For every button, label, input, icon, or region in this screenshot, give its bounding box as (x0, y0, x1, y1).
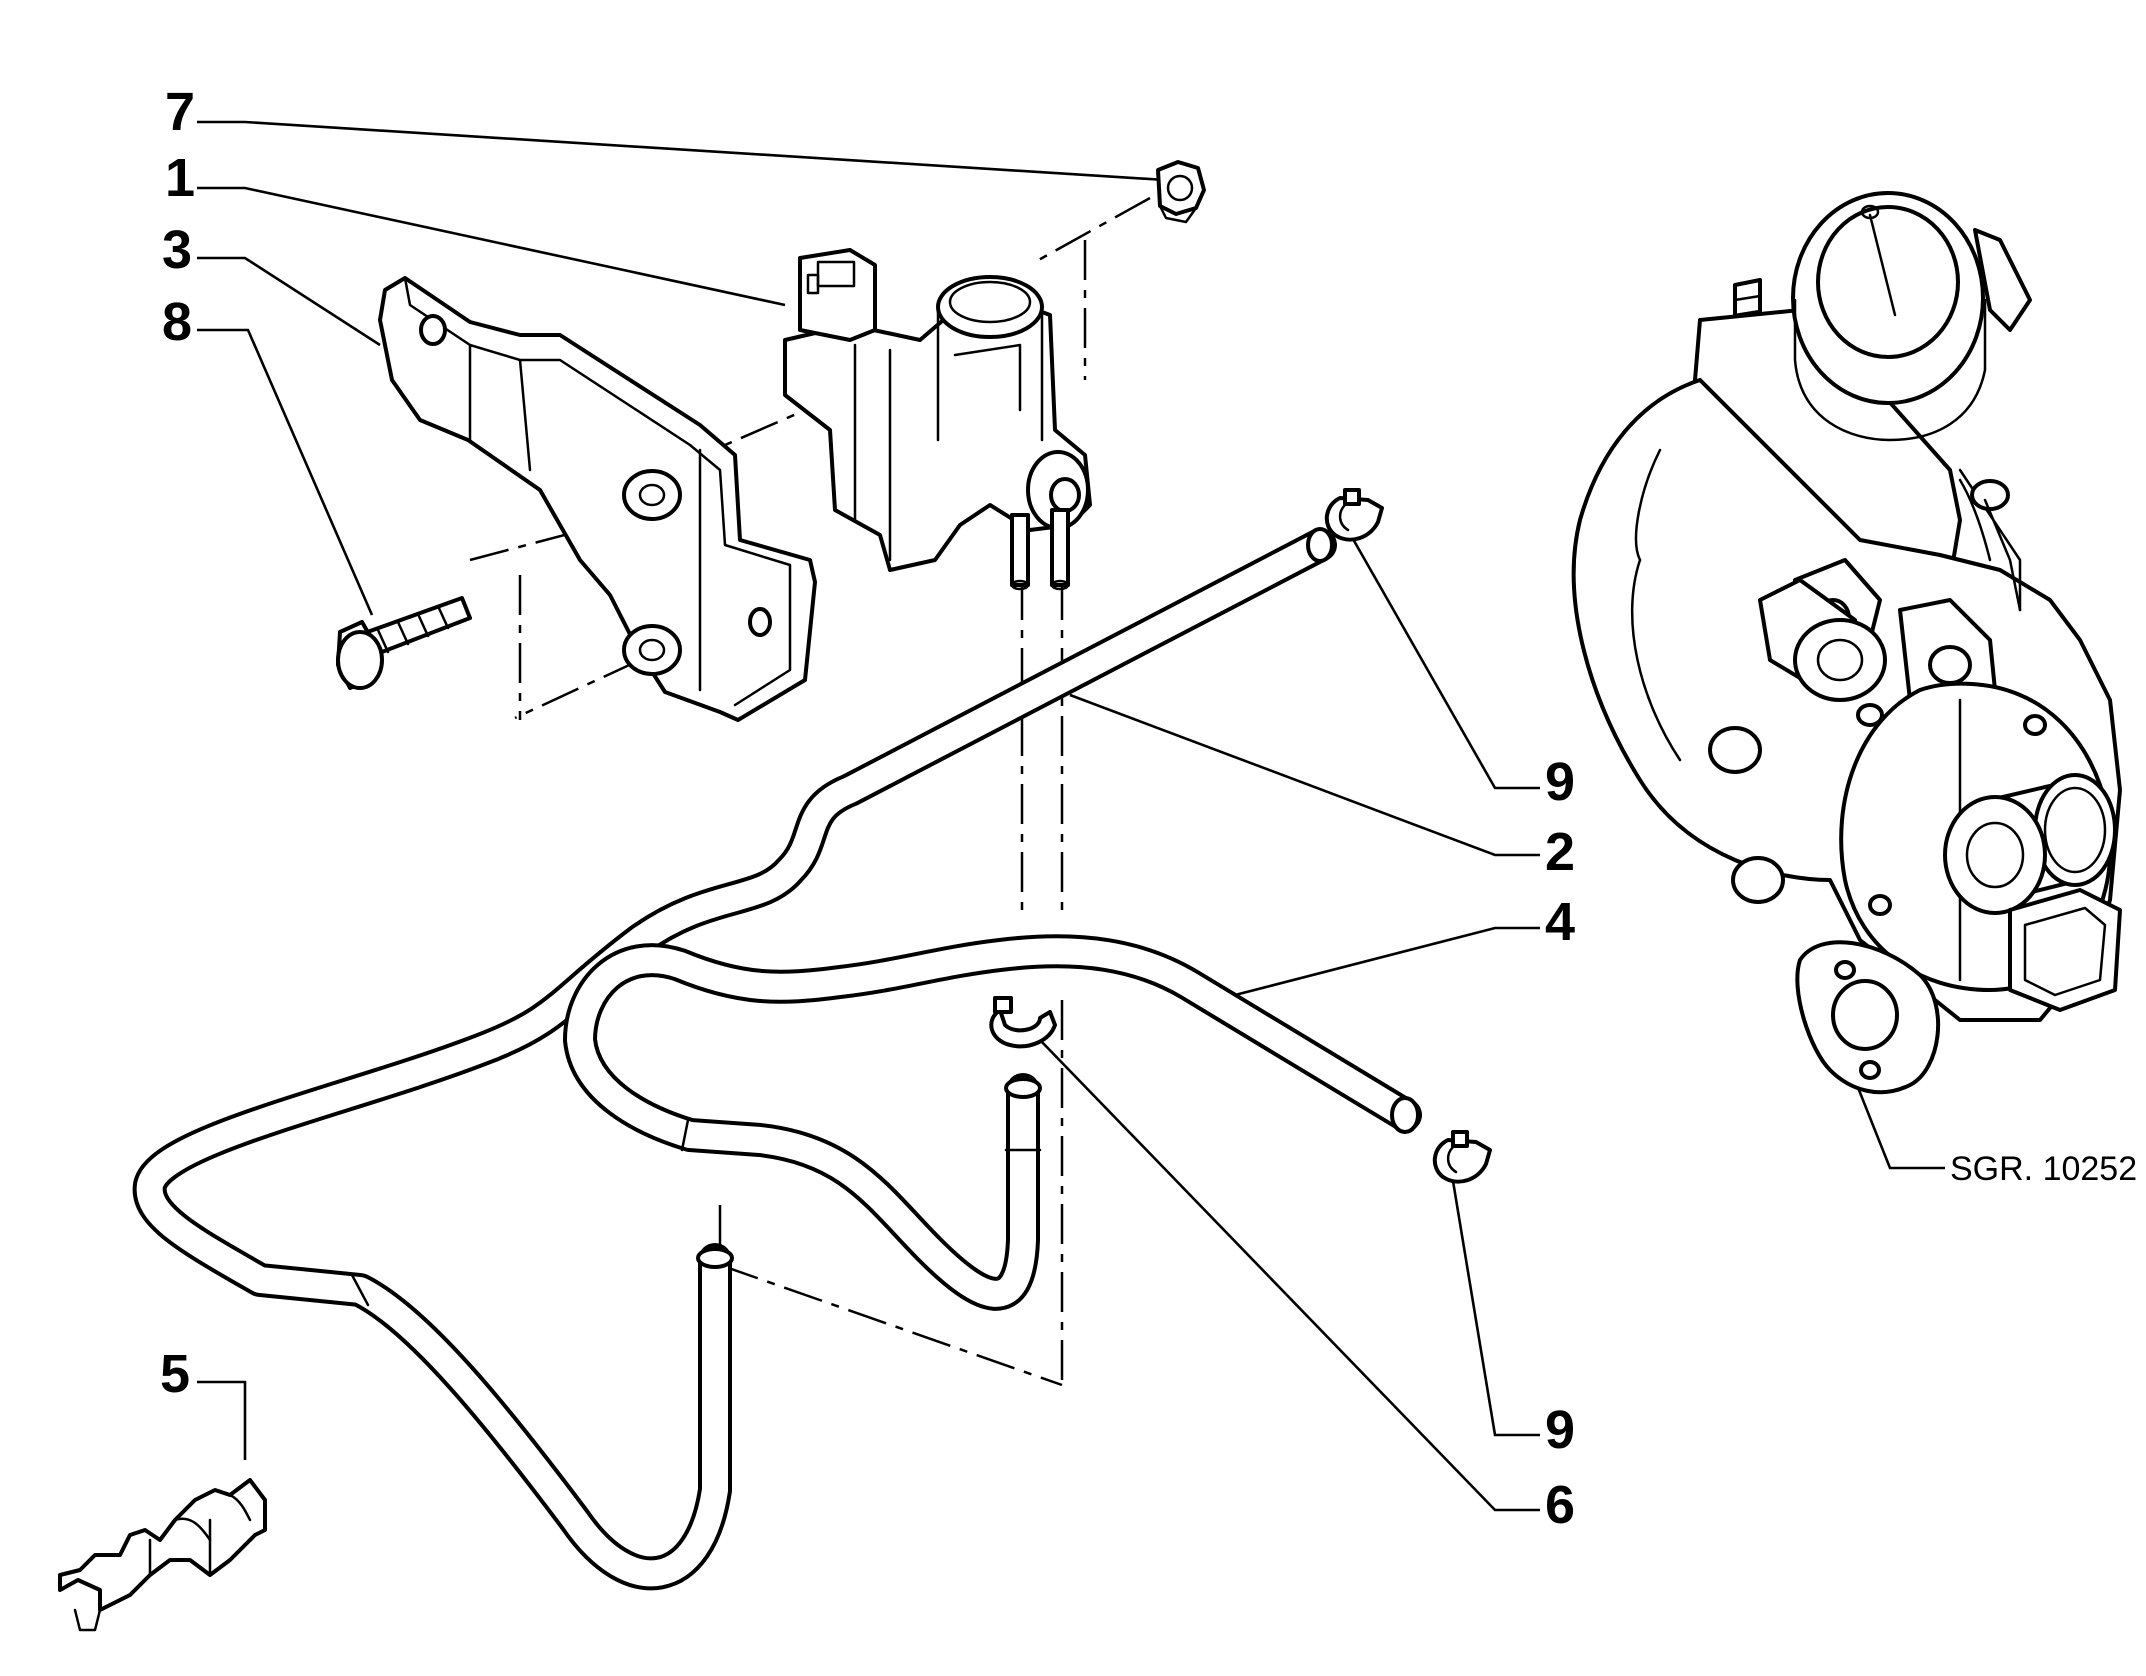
leader-2 (1069, 693, 1540, 857)
drawing-reference: SGR. 10252 (1950, 1150, 2137, 1188)
leader-9a (1343, 524, 1540, 790)
leader-1 (197, 186, 786, 307)
part-1-solenoid-valve (783, 248, 1092, 591)
callout-8: 8 (162, 292, 192, 352)
leader-5 (197, 1380, 247, 1460)
leader-4 (1234, 926, 1540, 997)
turbocharger (1571, 191, 2122, 1095)
part-5-hose-support (58, 1478, 267, 1632)
callout-7: 7 (165, 82, 195, 142)
part-6-hose-clip (989, 996, 1057, 1049)
callout-9-upper: 9 (1545, 752, 1575, 812)
leader-3 (197, 256, 381, 347)
leader-7 (197, 120, 1166, 182)
part-9-hose-clip-lower (1432, 1130, 1492, 1184)
callout-labels: 7 1 3 8 9 2 4 5 9 6 SGR. 10252 (160, 82, 2137, 1535)
leader-lines (197, 120, 1945, 1512)
part-7-flange-nut (1156, 160, 1206, 224)
leader-9b (1450, 1174, 1540, 1437)
part-4-short-hose (563, 934, 1422, 1311)
part-2-long-hose (132, 527, 1337, 1591)
callout-6: 6 (1545, 1475, 1575, 1535)
leader-ref (1853, 1079, 1945, 1170)
part-9-hose-clip-upper (1324, 488, 1384, 542)
part-8-bolt (336, 596, 472, 690)
callout-5: 5 (160, 1344, 190, 1404)
callout-9-lower: 9 (1545, 1400, 1575, 1460)
leader-8 (197, 328, 374, 616)
callout-4: 4 (1545, 892, 1575, 952)
callout-3: 3 (162, 220, 192, 280)
callout-1: 1 (165, 148, 195, 208)
part-3-bracket (378, 276, 817, 722)
callout-2: 2 (1545, 822, 1575, 882)
leader-6 (1039, 1039, 1540, 1512)
